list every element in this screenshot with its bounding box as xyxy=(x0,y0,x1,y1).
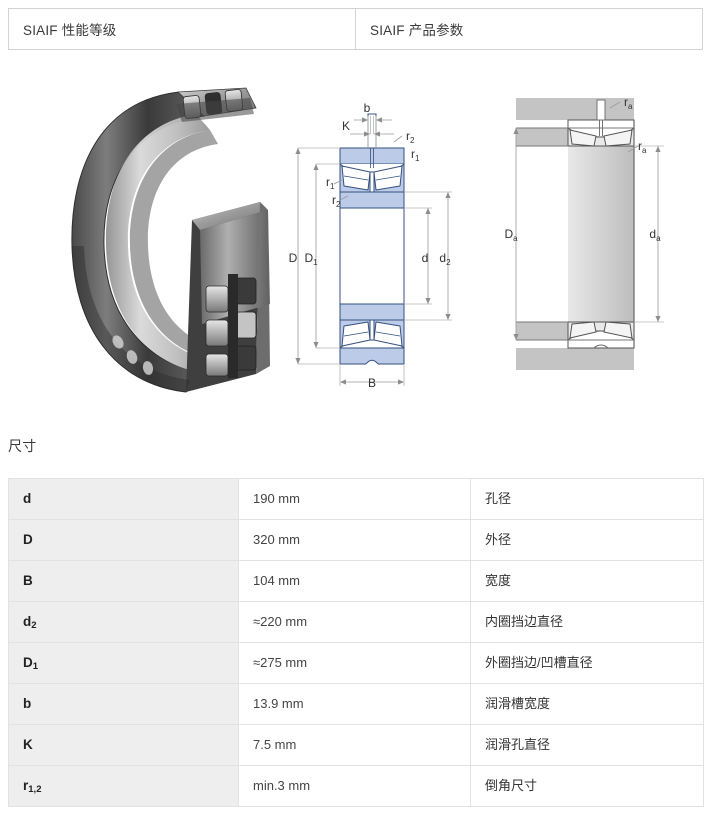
dimension-description-cell: 倒角尺寸 xyxy=(470,765,704,807)
label-da: da xyxy=(649,227,661,243)
tab-bar: SIAIF 性能等级 SIAIF 产品参数 xyxy=(8,8,703,50)
dimension-symbol-cell: D1 xyxy=(8,642,239,684)
dimension-value-cell: ≈220 mm xyxy=(238,601,471,643)
dimension-symbol-cell: K xyxy=(8,724,239,766)
tab-product-parameters-label: SIAIF 产品参数 xyxy=(370,23,464,38)
dimension-description-cell: 外圈挡边/凹槽直径 xyxy=(470,642,704,684)
dimension-description-cell: 润滑孔直径 xyxy=(470,724,704,766)
dimension-symbol-cell: r1,2 xyxy=(8,765,239,807)
dimension-value-cell: 104 mm xyxy=(238,560,471,602)
dimension-value-cell: 13.9 mm xyxy=(238,683,471,725)
label-d: d xyxy=(422,251,429,265)
spherical-roller-bearing-cutaway-photo xyxy=(60,74,285,404)
dimension-value-cell: 190 mm xyxy=(238,478,471,520)
label-B: B xyxy=(368,376,376,390)
dimension-description-cell: 润滑槽宽度 xyxy=(470,683,704,725)
label-r2-left: r2 xyxy=(332,193,341,209)
dimension-value-cell: ≈275 mm xyxy=(238,642,471,684)
dimension-value-cell: 320 mm xyxy=(238,519,471,561)
label-d2: d2 xyxy=(439,251,451,267)
dimension-description-cell: 宽度 xyxy=(470,560,704,602)
tab-performance-class-label: SIAIF 性能等级 xyxy=(23,23,117,38)
dimension-symbol-subscript: 2 xyxy=(31,619,37,631)
label-b: b xyxy=(364,101,371,115)
dimension-value-cell: min.3 mm xyxy=(238,765,471,807)
label-r1-left: r1 xyxy=(326,175,335,191)
label-r1-top: r1 xyxy=(411,147,420,163)
tab-product-parameters[interactable]: SIAIF 产品参数 xyxy=(356,9,702,49)
label-D: D xyxy=(289,251,298,265)
bearing-abutment-diagram: Da da ra ra xyxy=(498,84,703,384)
dimensions-heading: 尺寸 xyxy=(8,438,37,454)
label-r2-top: r2 xyxy=(406,129,415,145)
dimension-value-cell: 7.5 mm xyxy=(238,724,471,766)
tab-performance-class[interactable]: SIAIF 性能等级 xyxy=(9,9,356,49)
label-K: K xyxy=(342,119,350,133)
dimension-symbol-cell: b xyxy=(8,683,239,725)
label-ra-mid: ra xyxy=(638,139,647,155)
dimension-description-cell: 孔径 xyxy=(470,478,704,520)
dimension-symbol-subscript: 1 xyxy=(32,660,39,672)
dimension-description-cell: 外径 xyxy=(470,519,704,561)
bearing-cross-section-diagram: b K D D1 d d2 B r2 r1 r1 r2 xyxy=(282,72,487,402)
dimension-symbol-cell: B xyxy=(8,560,239,602)
dimension-description-cell: 内圈挡边直径 xyxy=(470,601,704,643)
figure-band: b K D D1 d d2 B r2 r1 r1 r2 xyxy=(0,62,711,412)
dimension-symbol-cell: d xyxy=(8,478,239,520)
dimension-symbol-cell: d2 xyxy=(8,601,239,643)
dimension-symbol-cell: D xyxy=(8,519,239,561)
dimension-symbol-subscript: 1,2 xyxy=(28,783,42,795)
label-ra-top: ra xyxy=(624,95,633,111)
